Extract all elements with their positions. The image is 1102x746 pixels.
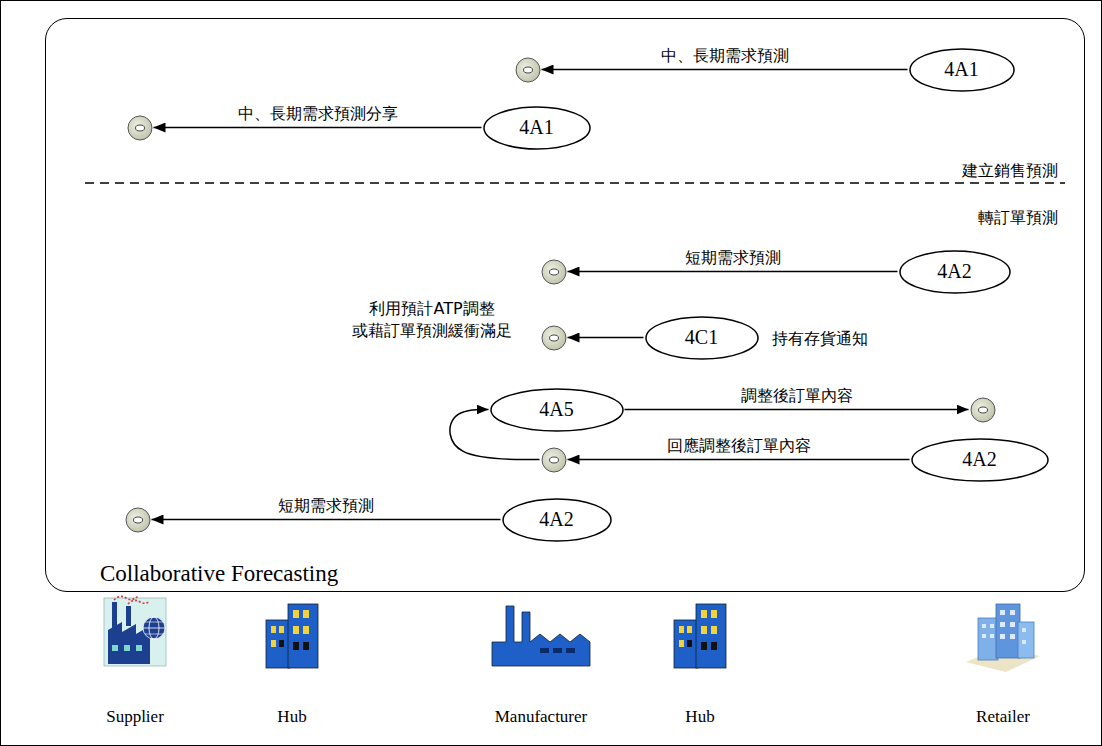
edge-label: 調整後訂單內容	[739, 386, 855, 407]
port-circle	[125, 507, 151, 533]
flow-arrow	[625, 409, 969, 411]
supplier-icon	[104, 596, 166, 666]
process-ellipse: 4A1	[483, 106, 591, 150]
process-ellipse: 4A1	[909, 48, 1015, 92]
edge-label: 短期需求預測	[683, 248, 783, 269]
port-circle	[970, 397, 996, 423]
port-outline	[125, 507, 151, 533]
edge-label: 中、長期需求預測分享	[236, 104, 400, 125]
party-name: Manufacturer	[495, 706, 588, 729]
phase-divider	[85, 182, 1065, 183]
port-circle	[515, 57, 541, 83]
flow-arrow	[568, 459, 910, 461]
flow-arrow	[154, 127, 482, 129]
flow-arrow	[568, 337, 644, 339]
port-outline	[127, 115, 153, 141]
flow-arrow	[152, 519, 501, 521]
port-outline	[541, 447, 567, 473]
panel-title: Collaborative Forecasting	[100, 561, 338, 587]
annotation-label: 持有存貨通知	[772, 328, 868, 350]
port-circle	[541, 259, 567, 285]
party-name: Hub	[277, 706, 306, 729]
manufacturer-icon	[492, 606, 590, 666]
node-label: 4C1	[685, 326, 718, 349]
node-label: 4A5	[539, 398, 573, 421]
port-outline	[515, 57, 541, 83]
hub-icon	[266, 604, 318, 668]
flow-arrow	[542, 69, 908, 71]
port-circle	[541, 447, 567, 473]
swimlane-panel: Collaborative Forecasting 4A1 4A1 4A2 4C1 4A5…	[45, 18, 1085, 592]
hub-icon	[674, 604, 726, 668]
edge-label: 短期需求預測	[276, 496, 376, 517]
process-ellipse: 4A2	[502, 498, 612, 542]
party-name: Hub	[685, 706, 714, 729]
port-outline	[970, 397, 996, 423]
port-outline	[541, 259, 567, 285]
port-circle	[541, 325, 567, 351]
node-label: 4A1	[944, 58, 978, 81]
process-ellipse: 4A2	[911, 438, 1049, 482]
node-label: 4A2	[962, 448, 996, 471]
port-circle	[127, 115, 153, 141]
retailer-icon	[966, 604, 1040, 672]
edge-label: 中、長期需求預測	[659, 46, 791, 67]
port-outline	[541, 325, 567, 351]
party-name: Supplier	[106, 706, 164, 729]
process-ellipse: 4A5	[490, 388, 624, 432]
annotation-label: 建立銷售預測	[962, 160, 1058, 182]
node-label: 4A1	[519, 116, 553, 139]
party-name: Retailer	[976, 706, 1030, 729]
node-label: 4A2	[539, 508, 573, 531]
flow-arrow	[568, 271, 898, 273]
annotation-label: 利用預計ATP調整 或藉訂單預測緩衝滿足	[332, 298, 532, 341]
process-ellipse: 4C1	[645, 316, 759, 360]
process-ellipse: 4A2	[899, 250, 1011, 294]
edge-label: 回應調整後訂單內容	[665, 436, 813, 457]
annotation-label: 轉訂單預測	[978, 207, 1058, 229]
node-label: 4A2	[937, 260, 971, 283]
